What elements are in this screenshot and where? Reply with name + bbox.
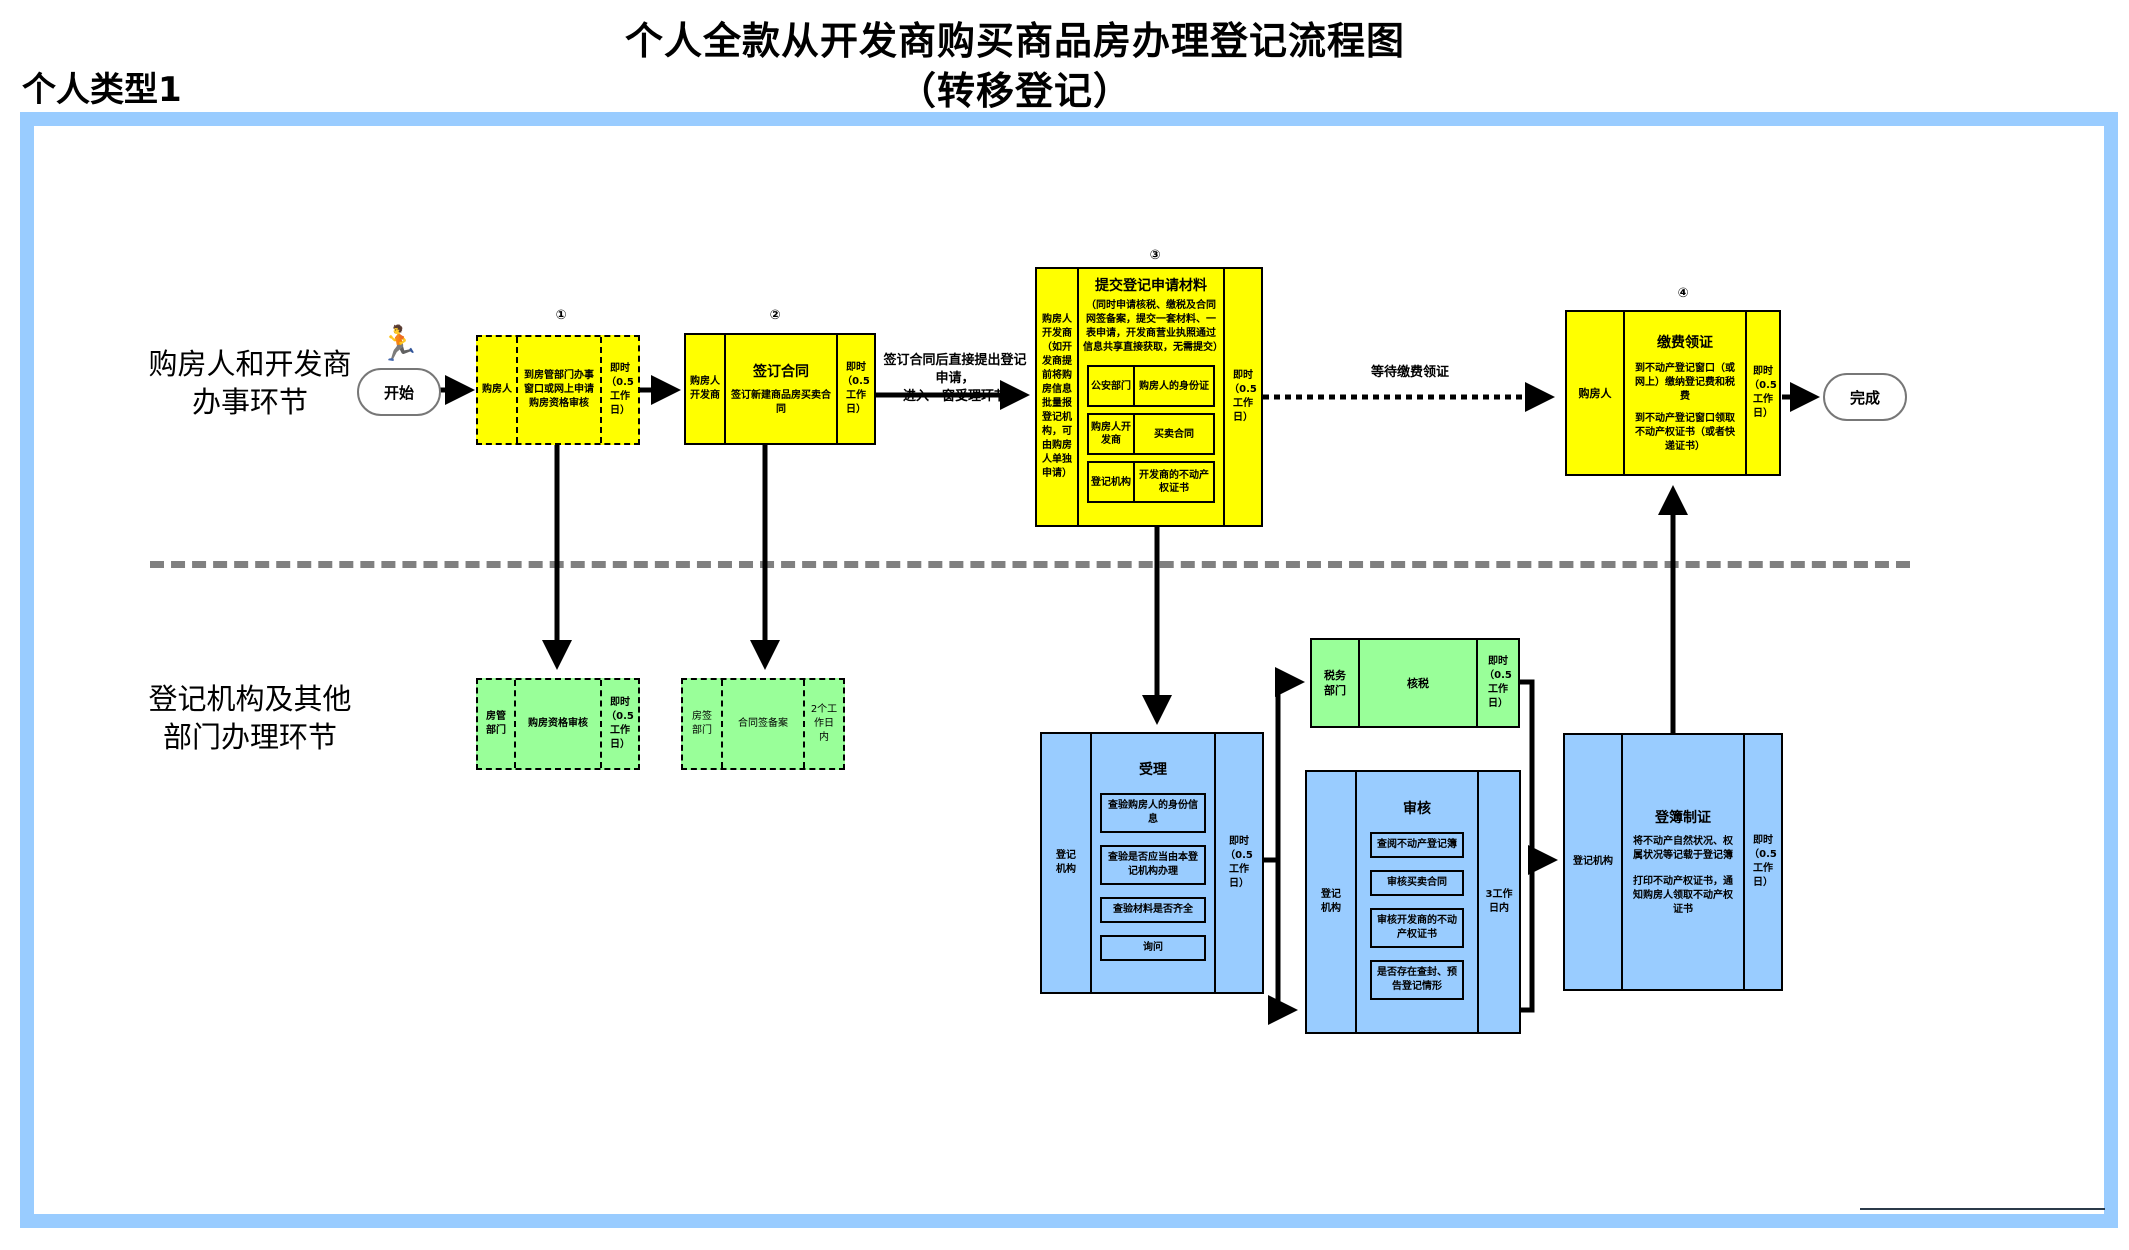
step1-time: 即时（0.5工作日） (600, 337, 638, 443)
step4-box[interactable]: 购房人 缴费领证 到不动产登记窗口（或网上）缴纳登记费和税费 到不动产登记窗口领… (1565, 310, 1781, 476)
tax-time: 即时（0.5工作日） (1476, 640, 1518, 726)
page-title: 个人全款从开发商购买商品房办理登记流程图 (624, 19, 1405, 63)
material-row: 公安部门 购房人的身份证 (1087, 365, 1215, 407)
review-item: 审核开发商的不动产权证书 (1370, 908, 1464, 948)
step3-note: （同时申请核税、缴税及合同网签备案，提交一套材料、一表申请，开发商营业执照通过信… (1083, 300, 1223, 353)
review-actor: 登记机构 (1321, 889, 1341, 914)
step4-time: 即时（0.5工作日） (1745, 312, 1779, 474)
end-node[interactable]: 完成 (1823, 373, 1907, 421)
review-item: 是否存在查封、预告登记情形 (1370, 960, 1464, 1000)
step3-time: 即时（0.5工作日） (1223, 269, 1261, 525)
contract-filing-box[interactable]: 房签部门 合同签备案 2个工作日内 (681, 678, 845, 770)
lane-divider (150, 561, 1910, 568)
step4-content-collect: 到不动产登记窗口领取不动产权证书（或者快递证书） (1635, 413, 1735, 452)
step1-content: 到房管部门办事窗口或网上申请购房资格审核 (516, 337, 600, 443)
step-number-1: ① (555, 308, 567, 323)
arrow-accept-to-tax (1263, 667, 1305, 863)
frame-underline (1860, 1208, 2105, 1210)
arrow-label-after-contract: 签订合同后直接提出登记申请， 进入一窗受理环节 (880, 352, 1030, 406)
qualification-content: 购房资格审核 (514, 680, 600, 768)
review-title: 审核 (1403, 801, 1431, 817)
material-source: 购房人开发商 (1089, 415, 1135, 453)
filing-content: 合同签备案 (721, 680, 803, 768)
arrow-review-to-register (1520, 860, 1535, 1013)
runner-icon: 🏃 (378, 324, 421, 364)
accept-time: 即时（0.5工作日） (1214, 734, 1262, 992)
qualification-review-box[interactable]: 房管部门 购房资格审核 即时（0.5工作日） (476, 678, 640, 770)
step4-title: 缴费领证 (1657, 335, 1713, 351)
step3-title: 提交登记申请材料 (1095, 278, 1207, 294)
register-title: 登簿制证 (1655, 810, 1711, 826)
filing-actor: 房签部门 (692, 711, 712, 736)
step3-box[interactable]: 购房人开发商（如开发商提前将购房信息批量报登记机构，可由购房人单独申请） 提交登… (1035, 267, 1263, 527)
accept-item: 查验材料是否齐全 (1100, 897, 1206, 923)
arrow-label-wait-payment: 等待缴费领证 (1370, 365, 1449, 380)
review-box[interactable]: 登记机构 审核 查阅不动产登记簿 审核买卖合同 审核开发商的不动产权证书 是否存… (1305, 770, 1521, 1034)
material-row: 登记机构 开发商的不动产权证书 (1087, 461, 1215, 503)
step2-time: 即时（0.5工作日） (836, 335, 874, 443)
review-item: 查阅不动产登记簿 (1370, 832, 1464, 858)
review-item: 审核买卖合同 (1370, 870, 1464, 896)
material-source: 登记机构 (1089, 463, 1135, 501)
step2-title: 签订合同 (753, 364, 809, 380)
arrow-accept-to-review (1268, 860, 1298, 1025)
step-number-4: ④ (1677, 286, 1689, 301)
register-content-record: 将不动产自然状况、权属状况等记载于登记簿 (1633, 836, 1733, 861)
accept-item: 查验购房人的身份信息 (1100, 793, 1206, 833)
type-label: 个人类型1 (22, 70, 182, 110)
step1-box[interactable]: 购房人 到房管部门办事窗口或网上申请购房资格审核 即时（0.5工作日） (476, 335, 640, 445)
arrow-tax-to-register (1520, 679, 1558, 875)
filing-time: 2个工作日内 (803, 680, 843, 768)
qualification-time: 即时（0.5工作日） (600, 680, 638, 768)
material-source: 公安部门 (1089, 367, 1135, 405)
register-certificate-box[interactable]: 登记机构 登簿制证 将不动产自然状况、权属状况等记载于登记簿 打印不动产权证书，… (1563, 733, 1783, 991)
step2-content: 签订新建商品房买卖合同 (731, 390, 831, 415)
step2-box[interactable]: 购房人开发商 签订合同 签订新建商品房买卖合同 即时（0.5工作日） (684, 333, 876, 445)
accept-box[interactable]: 登记机构 受理 查验购房人的身份信息 查验是否应当由本登记机构办理 查验材料是否… (1040, 732, 1264, 994)
step3-actor: 购房人开发商（如开发商提前将购房信息批量报登记机构，可由购房人单独申请） (1042, 314, 1072, 479)
materials-list: 公安部门 购房人的身份证 购房人开发商 买卖合同 登记机构 开发商的不动产权证书 (1079, 359, 1223, 509)
start-node[interactable]: 开始 (357, 368, 441, 416)
arrow-label-line2: 进入一窗受理环节 (902, 389, 1007, 404)
tax-actor: 税务部门 (1324, 669, 1346, 697)
register-content-print: 打印不动产权证书，通知购房人领取不动产权证书 (1633, 876, 1733, 915)
accept-item: 查验是否应当由本登记机构办理 (1100, 845, 1206, 885)
accept-item: 询问 (1100, 935, 1206, 961)
step2-actor: 购房人开发商 (690, 376, 720, 401)
lane-label-agency: 登记机构及其他部门办理环节 (148, 682, 352, 754)
page-subtitle: （转移登记） (897, 69, 1132, 113)
material-item: 买卖合同 (1154, 428, 1194, 440)
register-time: 即时（0.5工作日） (1743, 735, 1781, 989)
accept-title: 受理 (1139, 762, 1167, 778)
tax-content: 核税 (1358, 640, 1476, 726)
tax-assessment-box[interactable]: 税务部门 核税 即时（0.5工作日） (1310, 638, 1520, 728)
register-actor: 登记机构 (1573, 856, 1613, 867)
review-time: 3工作日内 (1477, 772, 1519, 1032)
arrow-label-line1: 签订合同后直接提出登记申请， (883, 353, 1027, 386)
material-item: 购房人的身份证 (1139, 380, 1209, 392)
step-number-2: ② (769, 308, 781, 323)
step-number-3: ③ (1149, 248, 1161, 263)
material-row: 购房人开发商 买卖合同 (1087, 413, 1215, 455)
accept-actor: 登记机构 (1056, 850, 1076, 875)
step4-actor: 购房人 (1578, 386, 1612, 400)
step1-actor: 购房人 (482, 384, 512, 395)
qualification-actor: 房管部门 (486, 711, 506, 736)
material-item: 开发商的不动产权证书 (1139, 470, 1209, 494)
step4-content-pay: 到不动产登记窗口（或网上）缴纳登记费和税费 (1635, 363, 1735, 402)
lane-label-applicant: 购房人和开发商办事环节 (148, 347, 352, 419)
